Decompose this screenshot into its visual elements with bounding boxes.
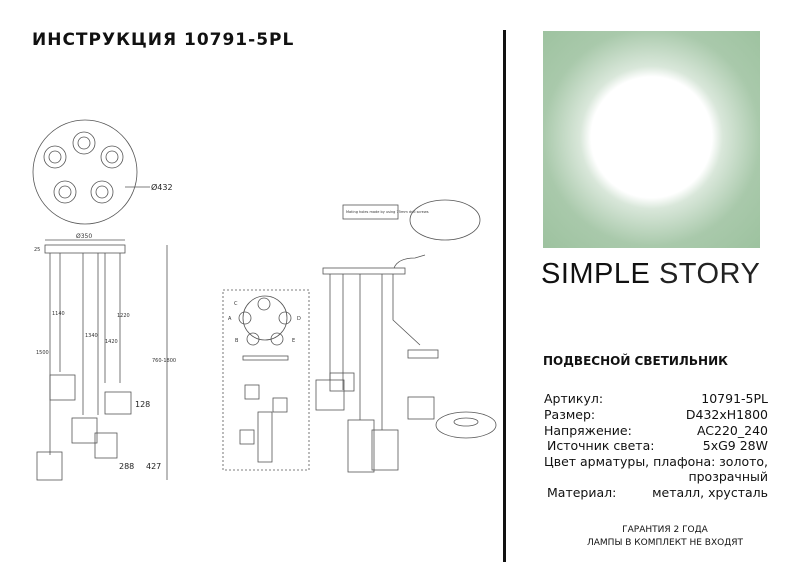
rosette	[43, 145, 67, 169]
shade	[36, 451, 63, 481]
divider	[503, 30, 506, 562]
brand-name: SIMPLE STORY	[541, 258, 760, 291]
spec-label: Артикул:	[544, 391, 604, 406]
shade	[104, 391, 132, 415]
length-label: 1220	[117, 313, 130, 319]
document-title: ИНСТРУКЦИЯ 10791-5PL	[32, 30, 295, 50]
length-label: 1420	[105, 339, 118, 345]
spec-label: Цвет арматуры, плафона:	[544, 454, 716, 469]
spec-value: D432xH1800	[685, 407, 768, 422]
spec-value: золото,	[719, 454, 768, 469]
technical-drawings: Ø432 Ø350 25 1140 1340 1420 1220 1500 76…	[32, 119, 497, 481]
layout-label: A	[228, 316, 232, 322]
brand-bold: SIMPLE	[541, 258, 651, 290]
total-height-label: 760-1800	[152, 358, 176, 364]
length-label: 1340	[85, 333, 98, 339]
installation-view: Mating holes made by using 75mm drill sc…	[315, 199, 497, 473]
warranty-note: ГАРАНТИЯ 2 ГОДА	[622, 525, 708, 535]
dim-427-label: 427	[146, 462, 161, 471]
rosette	[90, 180, 114, 204]
layout-label: E	[292, 338, 295, 344]
layout-label: D	[297, 316, 301, 322]
spec-label: Размер:	[544, 407, 596, 422]
brand-light: STORY	[658, 258, 761, 290]
product-type: ПОДВЕСНОЙ СВЕТИЛЬНИК	[543, 354, 728, 368]
rosette	[100, 145, 124, 169]
spec-value: металл, хрусталь	[652, 485, 768, 500]
shade	[71, 417, 98, 444]
shade-height-label: 128	[135, 400, 150, 409]
spec-value: прозрачный	[688, 469, 768, 484]
side-view: Ø350 25 1140 1340 1420 1220 1500 760-180…	[34, 233, 176, 481]
layout-label: B	[235, 338, 239, 344]
brand-logo-image	[543, 31, 760, 248]
lamps-note: ЛАМПЫ В КОМПЛЕКТ НЕ ВХОДЯТ	[586, 538, 744, 548]
length-label: 1140	[52, 311, 65, 317]
diameter-label: Ø432	[151, 182, 173, 192]
spec-value: 10791-5PL	[701, 391, 768, 406]
dim-288-label: 288	[119, 462, 134, 471]
rosette	[53, 180, 77, 204]
layout-label: C	[234, 301, 238, 307]
length-label: 1500	[36, 350, 49, 356]
layout-view: C A B D E	[222, 289, 310, 471]
spec-value: AC220_240	[696, 423, 768, 438]
canopy-height-label: 25	[34, 247, 40, 253]
spec-label: Напряжение:	[544, 423, 632, 438]
spec-label: Источник света:	[547, 438, 655, 453]
installation-note: Mating holes made by using 75mm drill sc…	[346, 210, 429, 214]
spec-value: 5xG9 28W	[702, 438, 768, 453]
shade	[49, 374, 76, 401]
canopy-width-label: Ø350	[76, 233, 92, 240]
top-view: Ø432	[32, 119, 173, 225]
rosette	[72, 131, 96, 155]
spec-label: Материал:	[547, 485, 617, 500]
shade	[94, 432, 118, 459]
